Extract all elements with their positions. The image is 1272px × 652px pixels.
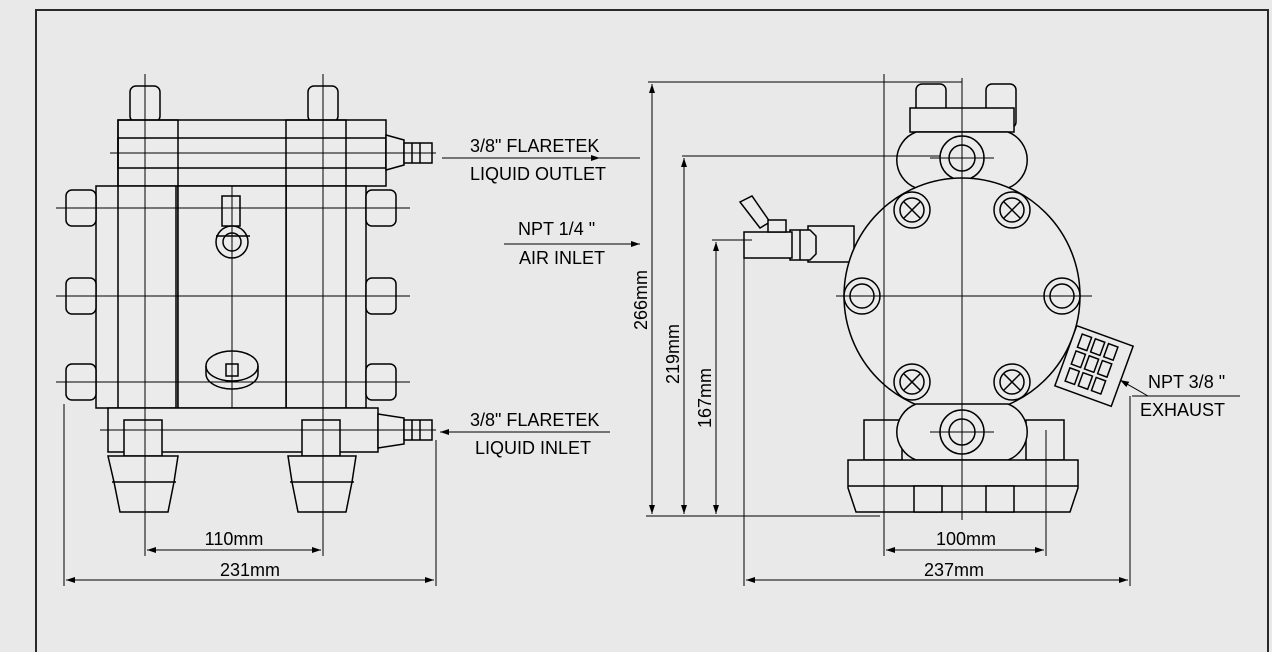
exhaust-arrow [1119,379,1149,397]
dim-label-100: 100mm [936,529,996,549]
foot-right [287,455,357,513]
body-left [95,185,177,409]
inlet-fitting [377,413,405,449]
front-dimensions [63,155,640,586]
side-view [738,74,1135,586]
housing-bolt [893,363,931,401]
drawing-frame [35,9,1269,652]
dim-label-219: 219mm [663,324,683,384]
side-dimensions [504,81,1240,583]
housing-bolt [993,363,1031,401]
base-foot [913,485,943,513]
base-foot [985,485,1015,513]
dim-label-110: 110mm [205,529,264,549]
air-inlet-label-line1: NPT 1/4 " [518,219,595,239]
housing-bolt [993,191,1031,229]
front-view [56,74,436,520]
housing-bolt [893,191,931,229]
outlet-label-line1: 3/8" FLARETEK [470,136,599,156]
exhaust-label-line1: NPT 3/8 " [1148,372,1225,392]
dim-label-231: 231mm [220,560,280,580]
inlet-label-line1: 3/8" FLARETEK [470,410,599,430]
air-inlet-label-line2: AIR INLET [519,248,605,268]
exhaust-label-line2: EXHAUST [1140,400,1225,420]
exhaust-muffler [1053,324,1135,408]
outlet-label-line2: LIQUID OUTLET [470,164,606,184]
dim-label-266: 266mm [631,270,651,330]
dim-label-237: 237mm [924,560,984,580]
air-inlet-pipe [743,231,793,259]
inlet-label-line2: LIQUID INLET [475,438,591,458]
dim-label-167: 167mm [695,368,715,428]
body-right [285,185,367,409]
foot-left [107,455,179,513]
